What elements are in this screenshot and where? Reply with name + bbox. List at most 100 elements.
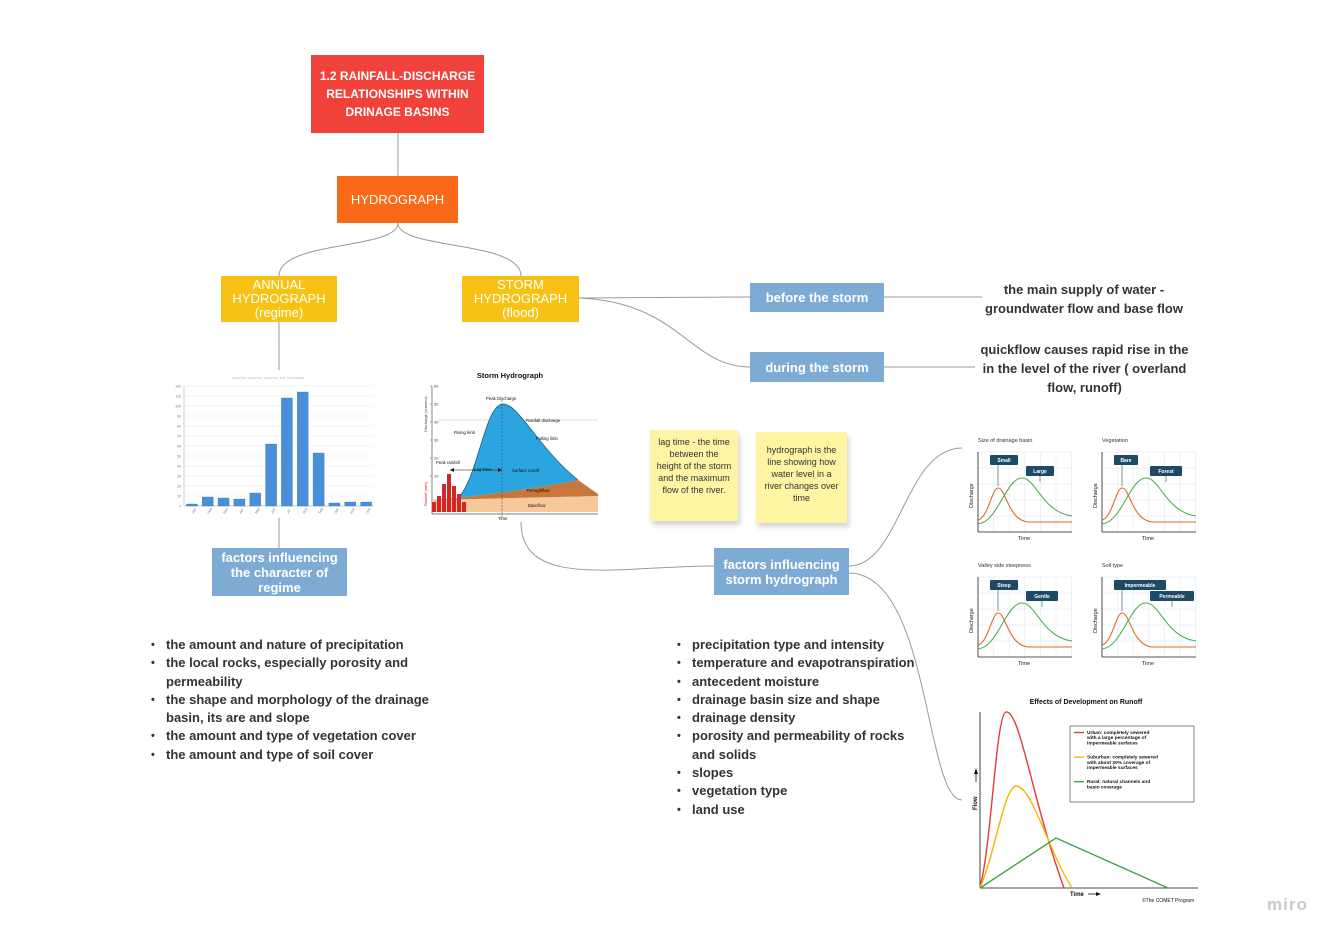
storm-factor-item: slopes (677, 764, 922, 783)
factor-tag: Gentle (1026, 591, 1058, 607)
peak-rainfall-label: Peak rainfall (436, 460, 460, 465)
annual-line-2: HYDROGRAPH (232, 291, 326, 306)
time-label: Time (498, 516, 508, 521)
bar-ytick: 50 (177, 455, 181, 459)
factor-panel-title: Size of drainage basin (978, 438, 1032, 444)
regime-factors-list[interactable]: the amount and nature of precipitationth… (151, 636, 451, 764)
storm-ytick: 50 (434, 402, 439, 407)
factor-tag-b: Forest (1158, 469, 1174, 475)
bar-nov (344, 501, 356, 507)
storm-factors-list[interactable]: precipitation type and intensitytemperat… (677, 636, 922, 819)
throughflow-area (432, 480, 598, 500)
annual-hydrograph-node[interactable]: ANNUAL HYDROGRAPH (regime) (221, 276, 337, 322)
bar-oct (328, 502, 341, 507)
bar-jun (265, 443, 277, 507)
factor-panel-xlabel: Time (1018, 536, 1030, 542)
factor-tag: Large (1026, 466, 1054, 482)
factor-panel-xlabel: Time (1142, 536, 1154, 542)
bar-jul (281, 397, 293, 507)
regime-factor-item: the local rocks, especially porosity and… (151, 654, 451, 691)
factor-panel-ylabel: Discharge (1093, 483, 1099, 508)
storm-line-2: HYDROGRAPH (473, 291, 568, 306)
factors-storm-line-1: factors influencing (723, 556, 840, 572)
bar-jan (186, 503, 198, 507)
storm-factor-item: land use (677, 801, 922, 820)
svg-text:~~~~~ ~~~~~ ~~~~~ ~~ ~~~~~~: ~~~~~ ~~~~~ ~~~~~ ~~ ~~~~~~ (232, 376, 305, 382)
bar-category-label: Jan (191, 508, 197, 515)
factors-regime-line-2: the character of (230, 564, 329, 580)
bar-ytick: 80 (177, 425, 181, 429)
runoff-ylabel: Flow (973, 796, 979, 810)
suburban-curve (979, 785, 1073, 889)
bar-feb (202, 496, 214, 507)
bar-ytick: 10 (177, 495, 181, 499)
bar-category-label: Apr (238, 507, 245, 514)
before-storm-node[interactable]: before the storm (750, 283, 884, 312)
lag-time-note[interactable]: lag time - the time between the height o… (650, 430, 738, 521)
bar-ytick: 120 (175, 385, 181, 389)
storm-ytick: 40 (434, 420, 439, 425)
hydrograph-definition-note[interactable]: hydrograph is the line showing how water… (756, 432, 847, 523)
peak-discharge-label: Peak Discharge (486, 396, 517, 401)
storm-hydrograph-node[interactable]: STORM HYDROGRAPH (flood) (462, 276, 579, 322)
factor-panel-xlabel: Time (1018, 661, 1030, 667)
bar-category-label: Jul (286, 508, 292, 514)
bar-category-label: Aug (302, 507, 309, 514)
storm-factor-item: precipitation type and intensity (677, 636, 922, 655)
factors-storm-node[interactable]: factors influencing storm hydrograph (714, 548, 849, 595)
storm-factor-item: antecedent moisture (677, 673, 922, 692)
runoff-xlabel: Time (1070, 892, 1085, 898)
regime-factor-item: the amount and type of vegetation cover (151, 727, 451, 746)
storm-ytick: 10 (434, 474, 439, 479)
bar-ytick: 60 (177, 445, 181, 449)
storm-line-1: STORM (497, 277, 544, 292)
factor-panel-ylabel: Discharge (969, 608, 975, 633)
factor-tag-b: Gentle (1034, 594, 1050, 600)
before-storm-text[interactable]: the main supply of water - groundwater f… (985, 282, 1183, 316)
discharge-axis-label: Discharge (cumecs) (423, 396, 428, 432)
rainfall-discharge-label: Rainfall discharge (526, 418, 561, 423)
baseflow-label: Baseflow (528, 503, 546, 508)
factors-regime-line-1: factors influencing (221, 549, 338, 565)
bar-category-label: May (254, 507, 261, 515)
storm-factor-item: porosity and permeability of rocks and s… (677, 727, 922, 764)
factors-regime-node[interactable]: factors influencing the character of reg… (212, 548, 347, 596)
throughflow-label: Throughflow (526, 488, 551, 493)
bar-ytick: 110 (175, 395, 181, 399)
factor-tag-a: Bare (1120, 458, 1131, 464)
during-storm-text[interactable]: quickflow causes rapid rise in the in th… (980, 342, 1189, 395)
factor-tag: Forest (1150, 466, 1182, 482)
bar-ytick: 70 (177, 435, 181, 439)
factor-tag: Permeable (1150, 591, 1194, 607)
factor-tag-b: Large (1033, 469, 1047, 475)
factor-panel-title: Valley side steepness (978, 563, 1031, 569)
bar-ytick: 100 (175, 405, 181, 409)
factor-panel: Soil typeImpermeablePermeableTimeDischar… (1093, 563, 1197, 667)
factors-regime-line-3: regime (258, 579, 301, 595)
runoff-chart-title: Effects of Development on Runoff (1030, 699, 1143, 706)
rainfall-axis-label: Rainfall (mm) (423, 482, 428, 506)
factor-tag-a: Small (997, 458, 1011, 464)
lag-time-label: Lag Time (474, 467, 492, 472)
factor-panel-title: Vegetation (1102, 438, 1128, 444)
annual-line-1: ANNUAL (252, 277, 306, 292)
hydrograph-node[interactable]: HYDROGRAPH (337, 176, 458, 223)
storm-factor-item: drainage basin size and shape (677, 691, 922, 710)
bar-ytick: 40 (177, 465, 181, 469)
during-storm-node[interactable]: during the storm (750, 352, 884, 382)
regime-factor-item: the amount and nature of precipitation (151, 636, 451, 655)
factor-panel-title: Soil type (1102, 563, 1123, 569)
factor-tag-b: Permeable (1159, 594, 1185, 600)
factor-panel-ylabel: Discharge (969, 483, 975, 508)
storm-ytick: 30 (434, 438, 439, 443)
annual-regime-bar-chart: ~~~~~ ~~~~~ ~~~~~ ~~ ~~~~~~ 010203040506… (166, 370, 378, 518)
storm-hydrograph-title: Storm Hydrograph (477, 371, 544, 380)
falling-limb-label: Falling limb (536, 436, 558, 441)
root-topic[interactable]: 1.2 RAINFALL-DISCHARGE RELATIONSHIPS WIT… (311, 55, 484, 133)
